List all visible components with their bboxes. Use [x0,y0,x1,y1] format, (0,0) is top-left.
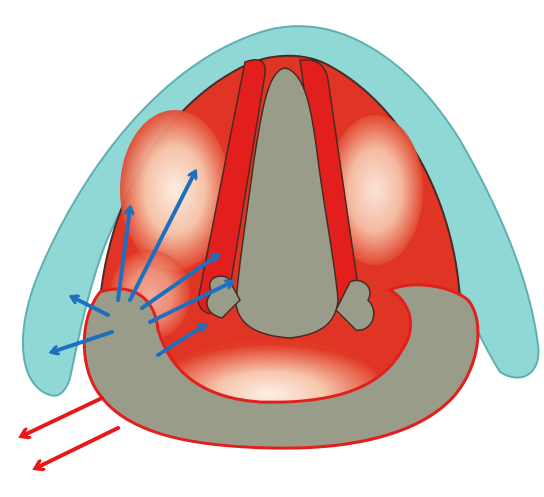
red-arrow [22,398,102,436]
red-arrow [36,428,118,468]
red-arrows [22,398,118,468]
